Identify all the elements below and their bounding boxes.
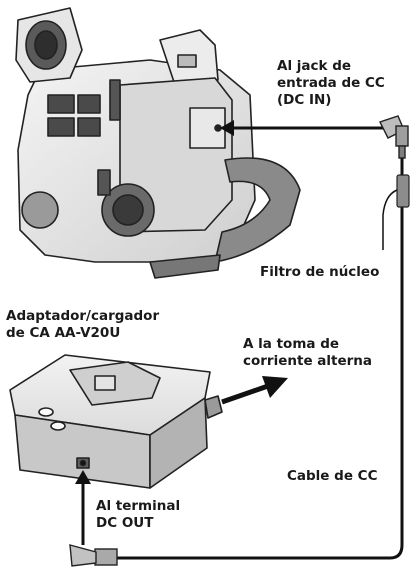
label-adapter-line-2: de CA AA-V20U — [6, 325, 121, 341]
dc-out-arrow — [75, 470, 91, 545]
dc-in-arrow — [220, 120, 390, 136]
label-core-filter: Filtro de núcleo — [260, 264, 380, 280]
core-filter — [382, 174, 410, 250]
label-ac-outlet-line-1: A la toma de — [243, 336, 340, 352]
label-dc-out: Al terminal DC OUT — [96, 498, 180, 532]
label-dc-out-line-1: Al terminal — [96, 498, 181, 514]
label-adapter-line-1: Adaptador/cargador — [6, 308, 160, 324]
label-adapter: Adaptador/cargador de CA AA-V20U — [6, 308, 159, 342]
dc-plug-adapter-end — [69, 544, 118, 567]
label-dc-in-line-2: entrada de CC — [277, 75, 385, 91]
label-ac-outlet: A la toma de corriente alterna — [243, 336, 372, 370]
label-dc-in: Al jack de entrada de CC (DC IN) — [277, 58, 385, 109]
label-dc-in-line-3: (DC IN) — [277, 92, 332, 108]
label-dc-out-line-2: DC OUT — [96, 515, 154, 531]
dc-cable — [115, 158, 404, 560]
ac-adapter-illustration — [9, 354, 223, 489]
label-ac-outlet-line-2: corriente alterna — [243, 353, 373, 369]
label-dc-in-line-1: Al jack de — [277, 58, 352, 74]
dc-plug-camera-end — [379, 115, 409, 159]
camcorder-illustration — [15, 7, 301, 279]
label-dc-cable: Cable de CC — [287, 468, 378, 484]
ac-outlet-arrow — [221, 376, 288, 405]
